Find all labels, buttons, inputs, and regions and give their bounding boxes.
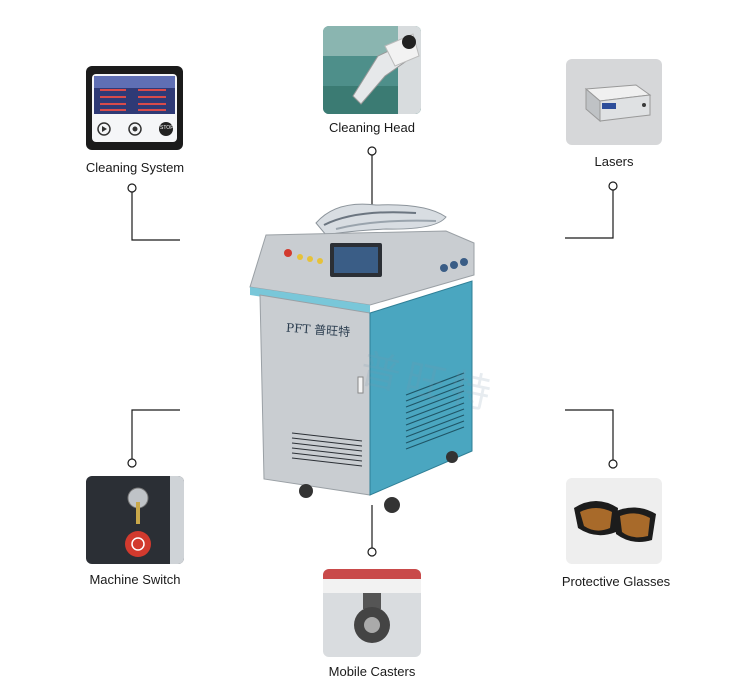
laser-cleaning-machine: PFT 普旺特 — [246, 195, 478, 515]
cleaning-system-image: STOP — [86, 66, 183, 150]
lasers-label: Lasers — [594, 154, 634, 169]
mobile-casters-image — [323, 569, 421, 657]
protective-glasses-image — [566, 478, 662, 564]
cleaning-system-label: Cleaning System — [85, 160, 185, 175]
stop-button-label: STOP — [160, 125, 174, 131]
mobile-casters-label: Mobile Casters — [328, 664, 416, 679]
machine-switch-label: Machine Switch — [89, 572, 181, 587]
cleaning-head-image — [323, 26, 421, 114]
machine-switch-image — [86, 476, 184, 564]
protective-glasses-label: Protective Glasses — [561, 574, 671, 589]
cleaning-head-label: Cleaning Head — [328, 120, 415, 135]
lasers-image — [566, 59, 662, 145]
